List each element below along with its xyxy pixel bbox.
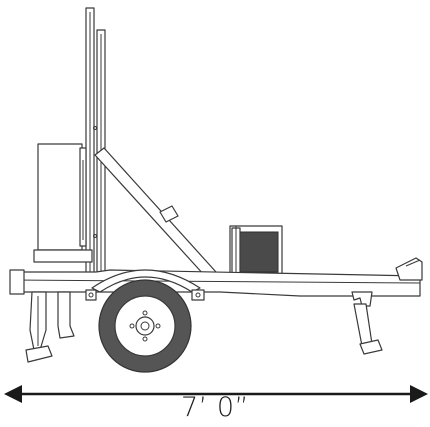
generator-box — [229, 225, 283, 275]
arrowhead-left — [4, 385, 22, 403]
hitch — [395, 257, 423, 281]
front-jack-stand — [351, 291, 383, 355]
rear-jack-stand — [25, 291, 75, 363]
wheel — [98, 279, 192, 373]
mast — [85, 7, 106, 279]
arrowhead-right — [410, 385, 428, 403]
diagonal-brace — [94, 147, 217, 277]
dimension-arrow — [4, 385, 428, 403]
control-cabinet — [33, 143, 93, 263]
trailer-frame — [9, 269, 421, 301]
dimension-label: 7’ 0” — [180, 392, 249, 423]
